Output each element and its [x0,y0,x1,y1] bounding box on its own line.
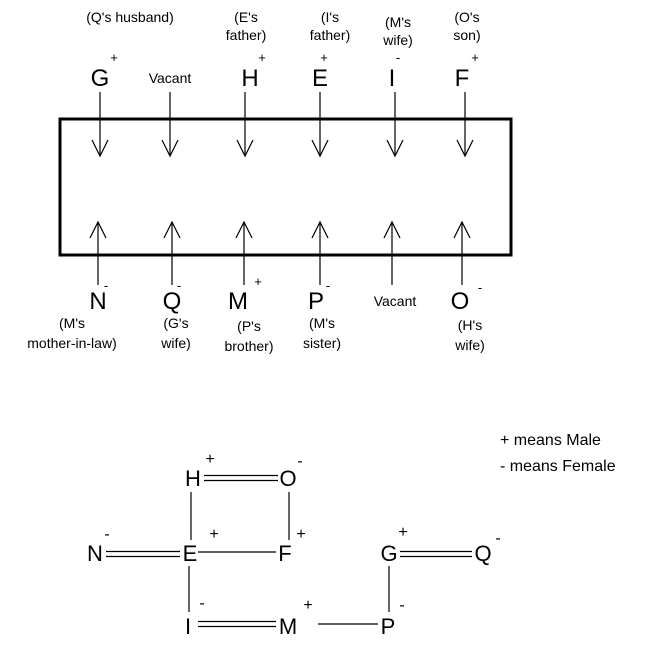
tree-node-m: M [279,614,297,639]
tree-sign-o: - [297,453,302,470]
bottom-note-p-0: (M's [309,315,335,331]
top-sign-i: - [396,50,400,65]
tree-sign-m: + [303,597,312,614]
bottom-note-m-0: (P's [237,318,261,334]
tree-node-h: H [185,466,201,491]
top-seat-e: E [312,65,328,92]
bottom-note-o-1: wife) [454,337,485,353]
tree-node-e: E [183,541,198,566]
top-arrow-2 [236,92,254,158]
tree-sign-g: + [398,524,407,541]
tree-node-i: I [185,614,191,639]
bottom-arrow-1 [163,220,181,285]
top-note-e-0: (I's [321,9,339,25]
top-seat-g: G [91,65,110,92]
bottom-note-q-0: (G's [163,315,188,331]
top-arrow-4 [386,92,404,158]
top-seat-vacant: Vacant [149,70,192,86]
bottom-note-n-0: (M's [59,315,85,331]
tree-sign-q: - [495,530,500,547]
tree-sign-e: + [209,526,218,543]
top-arrow-5 [456,92,474,158]
bottom-arrow-5 [453,220,471,285]
tree-node-q: Q [474,541,491,566]
bottom-sign-o: - [478,280,482,295]
bottom-sign-m: + [254,274,262,289]
top-note-f-1: son) [453,27,480,43]
top-note-h-1: father) [226,27,266,43]
top-sign-e: + [320,50,328,65]
bottom-note-p-1: sister) [303,335,341,351]
bottom-arrow-2 [235,220,253,285]
bottom-arrow-4 [383,220,401,285]
bottom-seat-p: P [308,288,324,315]
top-seat-h: H [241,65,258,92]
tree-sign-p: - [399,597,404,614]
bottom-arrow-3 [311,220,329,285]
top-sign-g: + [110,50,118,65]
top-arrow-1 [161,92,179,158]
bottom-seat-o: O [451,288,470,315]
bottom-sign-q: - [177,278,181,293]
legend-female: - means Female [500,458,616,475]
bottom-seat-q: Q [163,288,182,315]
top-note-e-1: father) [310,27,350,43]
bottom-note-q-1: wife) [160,335,191,351]
tree-node-f: F [278,541,291,566]
top-seat-f: F [455,65,470,92]
tree-sign-i: - [199,595,204,612]
bottom-note-o-0: (H's [458,317,482,333]
tree-node-o: O [279,466,296,491]
bottom-seat-vacant: Vacant [374,293,417,309]
top-sign-f: + [471,50,479,65]
bottom-arrow-0 [89,220,107,285]
tree-sign-h: + [205,451,214,468]
tree-node-n: N [87,541,103,566]
tree-node-g: G [380,541,397,566]
top-note-g-0: (Q's husband) [86,9,174,25]
bottom-seat-n: N [89,288,106,315]
tree-sign-n: - [104,526,109,543]
top-note-f-0: (O's [454,9,479,25]
top-note-h-0: (E's [234,9,258,25]
table-rectangle [58,117,513,257]
tree-node-p: P [381,614,396,639]
top-note-i-1: wife) [382,32,413,48]
top-note-i-0: (M's [385,14,411,30]
bottom-sign-p: - [326,278,330,293]
tree-sign-f: + [296,526,305,543]
bottom-note-m-1: brother) [224,338,273,354]
top-seat-i: I [389,65,396,92]
top-sign-h: + [258,50,266,65]
legend-male: + means Male [500,432,601,449]
top-arrow-0 [91,92,109,158]
top-arrow-3 [311,92,329,158]
bottom-seat-m: M [228,288,248,315]
bottom-note-n-1: mother-in-law) [27,335,116,351]
bottom-sign-n: - [104,278,108,293]
